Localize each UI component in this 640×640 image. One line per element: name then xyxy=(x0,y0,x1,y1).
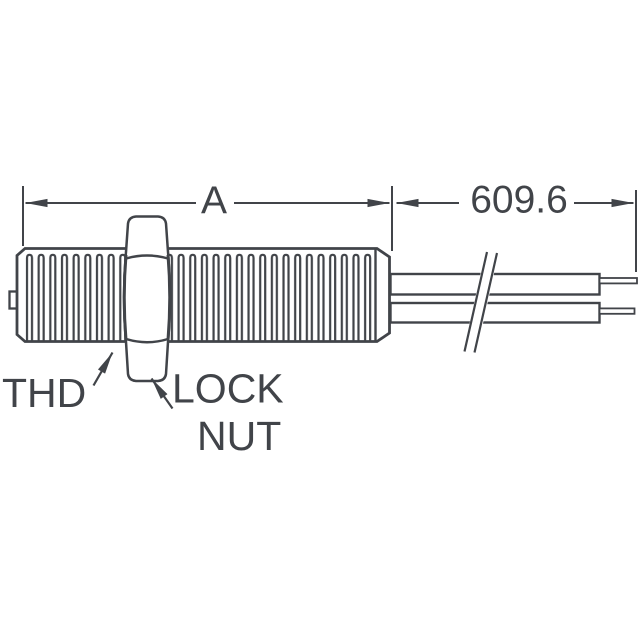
sensor-body xyxy=(8,247,391,343)
dimension-wire-length-label: 609.6 xyxy=(470,179,568,222)
lock-nut-facet-line-top xyxy=(125,254,169,260)
lock-nut-callout-label-line2: NUT xyxy=(197,413,281,459)
lead-wires xyxy=(389,251,638,353)
lock-nut-leader-arrow xyxy=(150,377,174,410)
thread-hatching xyxy=(25,253,374,341)
wire-bottom-bare-conductor xyxy=(598,307,636,315)
wire-top-bare-conductor xyxy=(598,277,638,285)
dimension-a-label: A xyxy=(201,180,227,223)
wire-bottom-insulation xyxy=(389,301,601,324)
lock-nut-flank-left xyxy=(122,254,128,341)
lock-nut-callout: LOCK NUT xyxy=(150,366,284,459)
thd-callout: THD xyxy=(2,351,114,416)
lock-nut-facet-line-bottom xyxy=(125,337,169,344)
thd-leader-arrow xyxy=(92,351,114,387)
lock-nut-callout-label-line1: LOCK xyxy=(172,366,284,412)
dimension-a: A xyxy=(22,180,393,251)
dimension-wire-length: 609.6 xyxy=(396,179,637,272)
lock-nut-outline xyxy=(122,215,172,383)
lock-nut xyxy=(122,215,172,383)
wire-break-symbol xyxy=(463,251,499,353)
wire-top-insulation xyxy=(389,272,601,296)
lock-nut-flank-right xyxy=(166,254,172,341)
body-outline xyxy=(15,247,391,343)
thd-callout-label: THD xyxy=(2,370,86,416)
